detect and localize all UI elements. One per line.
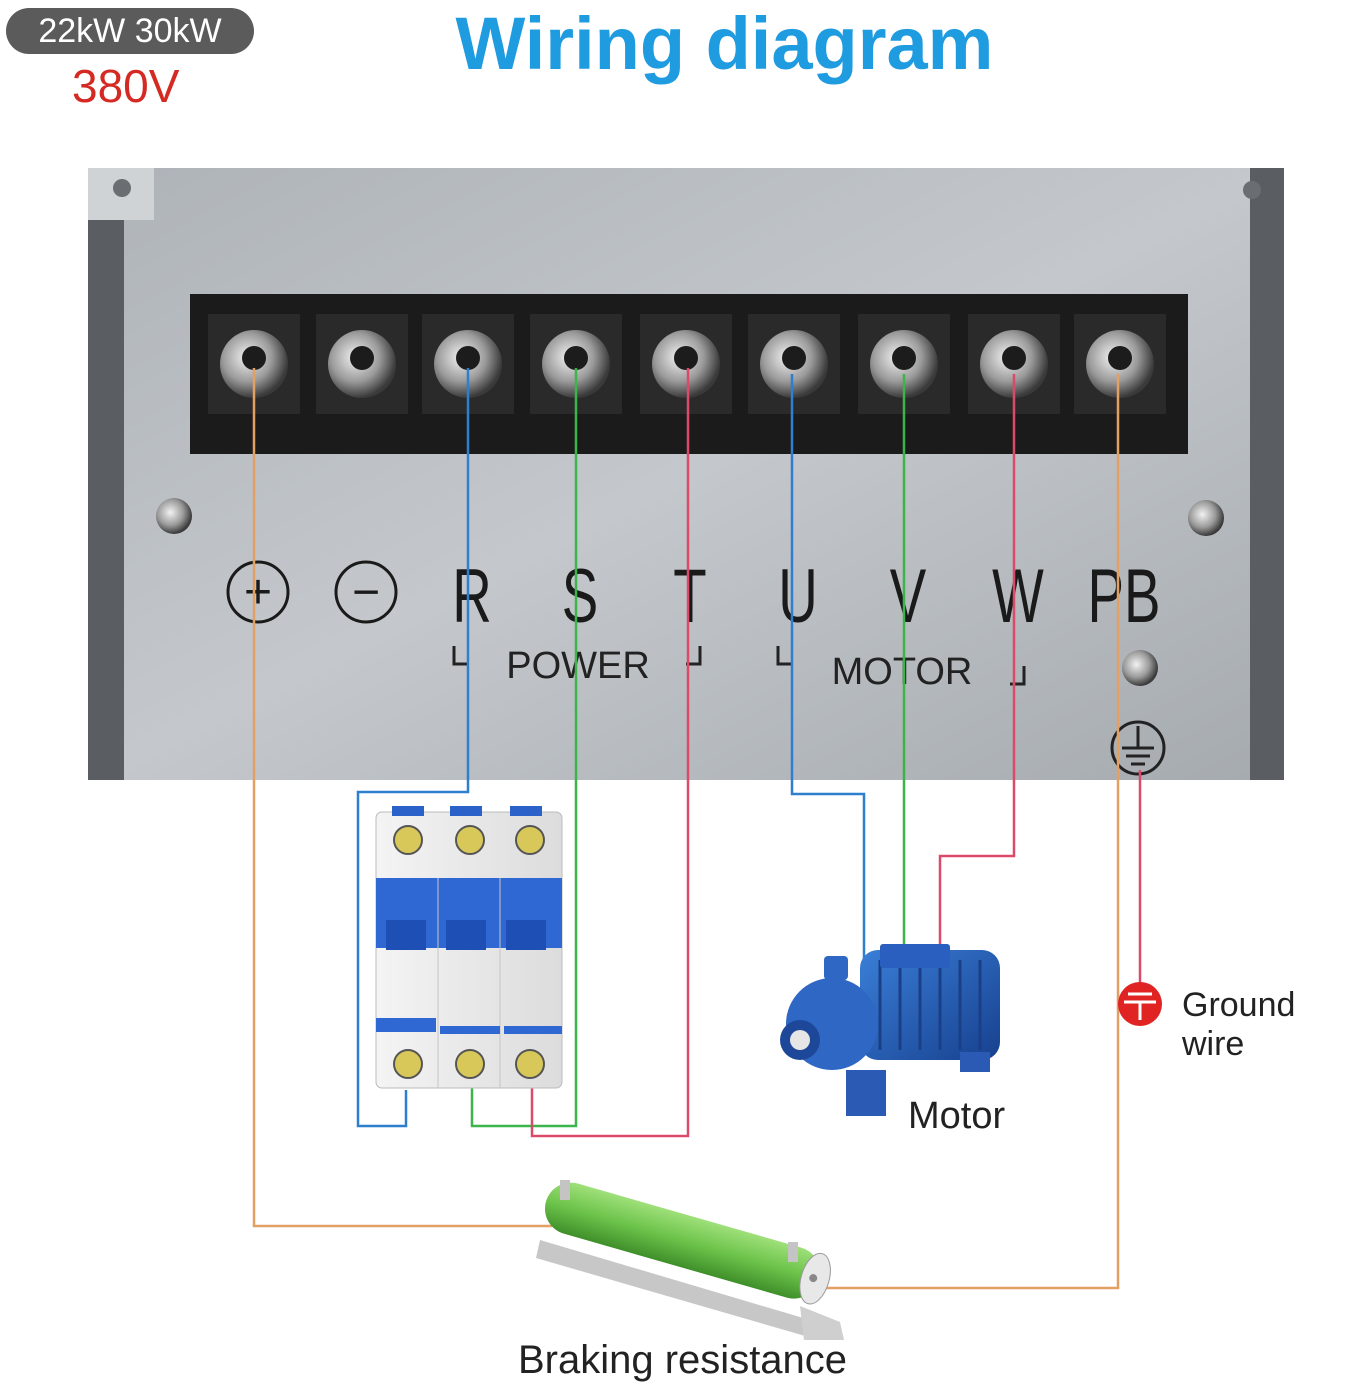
svg-text:+: + — [244, 566, 272, 619]
diagram-title: Wiring diagram — [455, 2, 994, 85]
terminal-label-r: R — [452, 554, 492, 639]
wire-pb-to-resistor — [820, 374, 1120, 1290]
terminal-label-v: V — [890, 554, 927, 639]
wire-r-to-breaker — [356, 368, 470, 1128]
terminal-screw-icon — [316, 314, 408, 414]
panel-screw-icon — [1188, 500, 1224, 536]
ground-wire-icon — [1118, 982, 1162, 1026]
panel-screw-icon — [156, 498, 192, 534]
wire-u-to-motor — [790, 374, 866, 966]
terminal-screw-icon — [748, 314, 840, 414]
wire-w-to-motor — [938, 374, 1016, 954]
panel-screw-icon — [1122, 650, 1158, 686]
power-rating-badge: 22kW 30kW — [6, 8, 254, 54]
wire-t-to-breaker — [530, 368, 690, 1138]
voltage-label: 380V — [72, 60, 180, 112]
wire-plus-to-resistor — [252, 368, 552, 1228]
ground-wire-label: Ground wire — [1182, 986, 1296, 1063]
terminal-label-t: T — [673, 554, 706, 639]
motor-pump — [780, 944, 1000, 1116]
terminal-screw-icon — [640, 314, 732, 414]
wire-s-to-breaker — [470, 368, 578, 1128]
braking-resistance-label: Braking resistance — [518, 1338, 848, 1382]
mounting-hole-icon — [1243, 181, 1261, 199]
mounting-hole-icon — [113, 179, 131, 197]
braking-resistor — [536, 1180, 844, 1340]
motor-group-label: MOTOR — [832, 651, 973, 693]
earth-symbol-icon — [1110, 720, 1166, 776]
terminal-label-s: S — [562, 554, 599, 639]
terminal-minus-label: − — [334, 560, 398, 624]
terminal-label-pb: PB — [1087, 554, 1160, 639]
terminal-plus-label: + — [226, 560, 290, 624]
motor-label: Motor — [908, 1095, 1006, 1137]
circuit-breaker — [375, 806, 563, 1089]
terminal-label-w: W — [992, 554, 1044, 639]
svg-text:−: − — [352, 566, 380, 619]
power-group-label: POWER — [506, 645, 650, 687]
terminal-label-u: U — [778, 554, 818, 639]
terminal-screw-icon — [1074, 314, 1166, 414]
